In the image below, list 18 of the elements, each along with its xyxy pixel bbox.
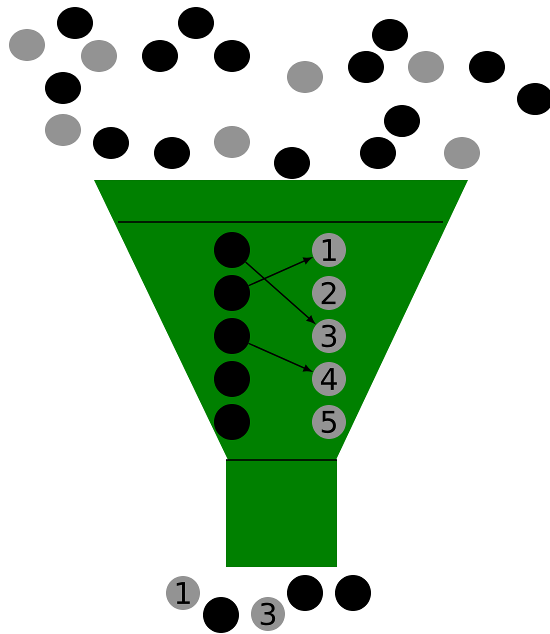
- numbered-ball: 5: [312, 405, 346, 439]
- ball: [214, 275, 250, 311]
- numbered-ball: 3: [251, 597, 285, 631]
- ball: [203, 597, 239, 633]
- ball: [214, 361, 250, 397]
- ball: [214, 404, 250, 440]
- numbered-ball: 1: [166, 576, 200, 610]
- arrow: [248, 257, 312, 286]
- ball: [335, 575, 371, 611]
- numbered-ball: 1: [312, 233, 346, 267]
- numbered-ball: 2: [312, 276, 346, 310]
- numbered-ball: 4: [312, 362, 346, 396]
- arrow: [245, 262, 315, 324]
- numbered-ball: 3: [312, 319, 346, 353]
- arrow: [248, 342, 312, 372]
- ball: [214, 232, 250, 268]
- ball: [287, 575, 323, 611]
- ball: [214, 318, 250, 354]
